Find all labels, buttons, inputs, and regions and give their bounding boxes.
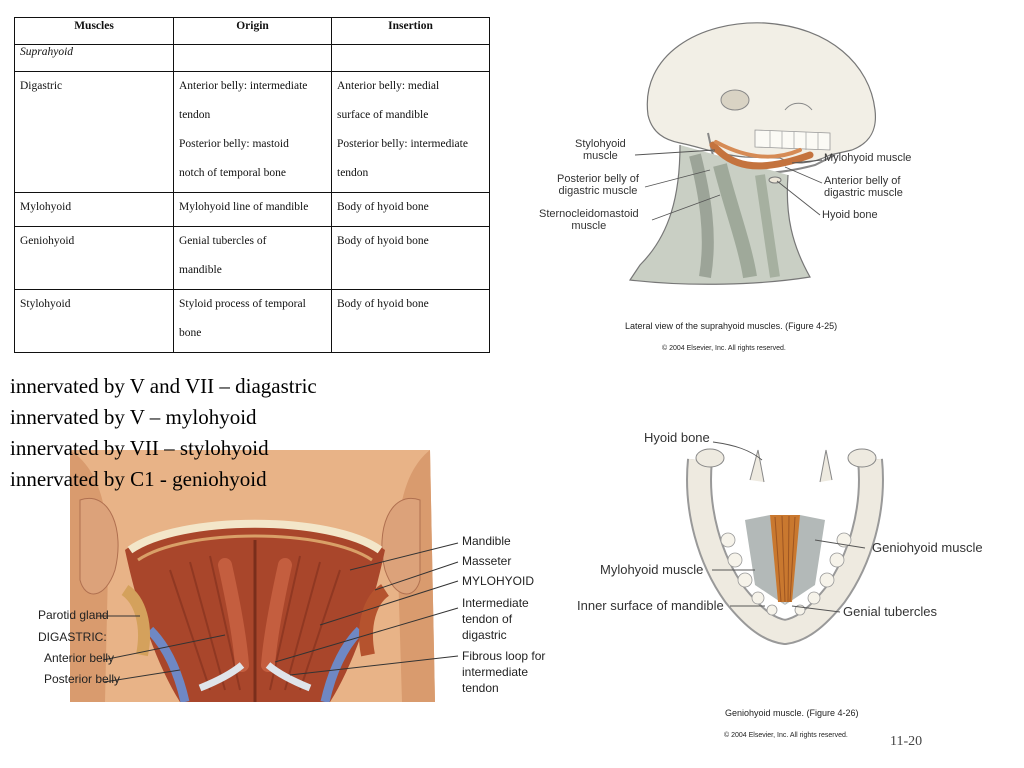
inferior-view-illustration [70,450,459,702]
label-masseter: Masseter [462,554,512,568]
cell-muscle: Stylohyoid [14,289,174,353]
cell-origin: Mylohyoid line of mandible [173,192,332,227]
lateral-view-illustration [628,22,877,285]
header-muscles: Muscles [14,17,174,45]
geniohyoid-illustration [686,441,884,645]
table-group-row: Suprahyoid [14,44,490,72]
label-anterior-belly: Anterior belly [44,651,115,665]
cell-muscle: Geniohyoid [14,226,174,290]
label-mylohyoid: MYLOHYOID [462,574,535,588]
innervation-line: innervated by VII – stylohyoid [10,436,269,460]
muscle-table: Muscles Origin Insertion Suprahyoid Diga… [14,17,490,353]
cell-origin: Styloid process of temporal bone [173,289,332,353]
figure-copyright: © 2004 Elsevier, Inc. All rights reserve… [724,732,848,739]
figure-copyright: © 2004 Elsevier, Inc. All rights reserve… [662,345,786,352]
label-inner-surface: Inner surface of mandible [577,598,724,613]
cell-origin: Anterior belly: intermediate tendon Post… [173,71,332,193]
table-cell [173,44,332,72]
cell-muscle: Digastric [14,71,174,193]
label-posterior-belly: Posterior belly [44,672,121,686]
label-fibrous-loop: Fibrous loop for intermediate tendon [462,649,546,695]
label-geniohyoid-muscle: Geniohyoid muscle [872,540,983,555]
label-hyoid-bone: Hyoid bone [822,209,878,221]
label-mylohyoid-muscle: Mylohyoid muscle [824,152,912,164]
lateral-view-figure: Stylohyoid muscle Posterior belly of dig… [530,15,930,360]
cell-insertion: Body of hyoid bone [331,289,490,353]
header-origin: Origin [173,17,332,45]
group-label: Suprahyoid [14,44,174,72]
cell-insertion: Body of hyoid bone [331,226,490,290]
innervation-line: innervated by V – mylohyoid [10,405,257,429]
cell-insertion: Anterior belly: medial surface of mandib… [331,71,490,193]
label-posterior-belly: Posterior belly of digastric muscle [557,173,639,197]
label-mandible: Mandible [462,534,511,548]
cell-muscle: Mylohyoid [14,192,174,227]
figure-caption: Geniohyoid muscle. (Figure 4-26) [725,708,859,718]
label-intermediate-tendon: Intermediate tendon of digastric [462,596,529,642]
label-hyoid-bone: Hyoid bone [644,430,710,445]
figure-caption: Lateral view of the suprahyoid muscles. … [625,321,838,331]
table-row: Mylohyoid Mylohyoid line of mandible Bod… [14,192,490,227]
innervation-line: innervated by C1 - geniohyoid [10,467,267,491]
label-stylohyoid-muscle: Stylohyoid muscle [575,138,626,162]
table-row: Geniohyoid Genial tubercles of mandible … [14,226,490,290]
cell-insertion: Body of hyoid bone [331,192,490,227]
label-mylohyoid-muscle: Mylohyoid muscle [600,562,704,577]
table-header-row: Muscles Origin Insertion [14,17,490,45]
page-number: 11-20 [890,734,923,749]
innervation-notes: innervated by V and VII – diagastric inn… [10,371,317,495]
label-genial-tubercles: Genial tubercles [843,604,937,619]
table-row: Stylohyoid Styloid process of temporal b… [14,289,490,353]
innervation-line: innervated by V and VII – diagastric [10,374,317,398]
table-row: Digastric Anterior belly: intermediate t… [14,71,490,193]
geniohyoid-figure: Hyoid bone Geniohyoid muscle Mylohyoid m… [570,420,1010,750]
label-anterior-belly: Anterior belly of digastric muscle [824,175,903,199]
table-cell [331,44,490,72]
inferior-view-figure: Parotid gland DIGASTRIC: Anterior belly … [30,450,545,702]
label-sternocleidomastoid: Sternocleidomastoid muscle [539,208,639,232]
label-parotid-gland: Parotid gland [38,608,109,622]
label-digastric: DIGASTRIC: [38,630,107,644]
cell-origin: Genial tubercles of mandible [173,226,332,290]
header-insertion: Insertion [331,17,490,45]
